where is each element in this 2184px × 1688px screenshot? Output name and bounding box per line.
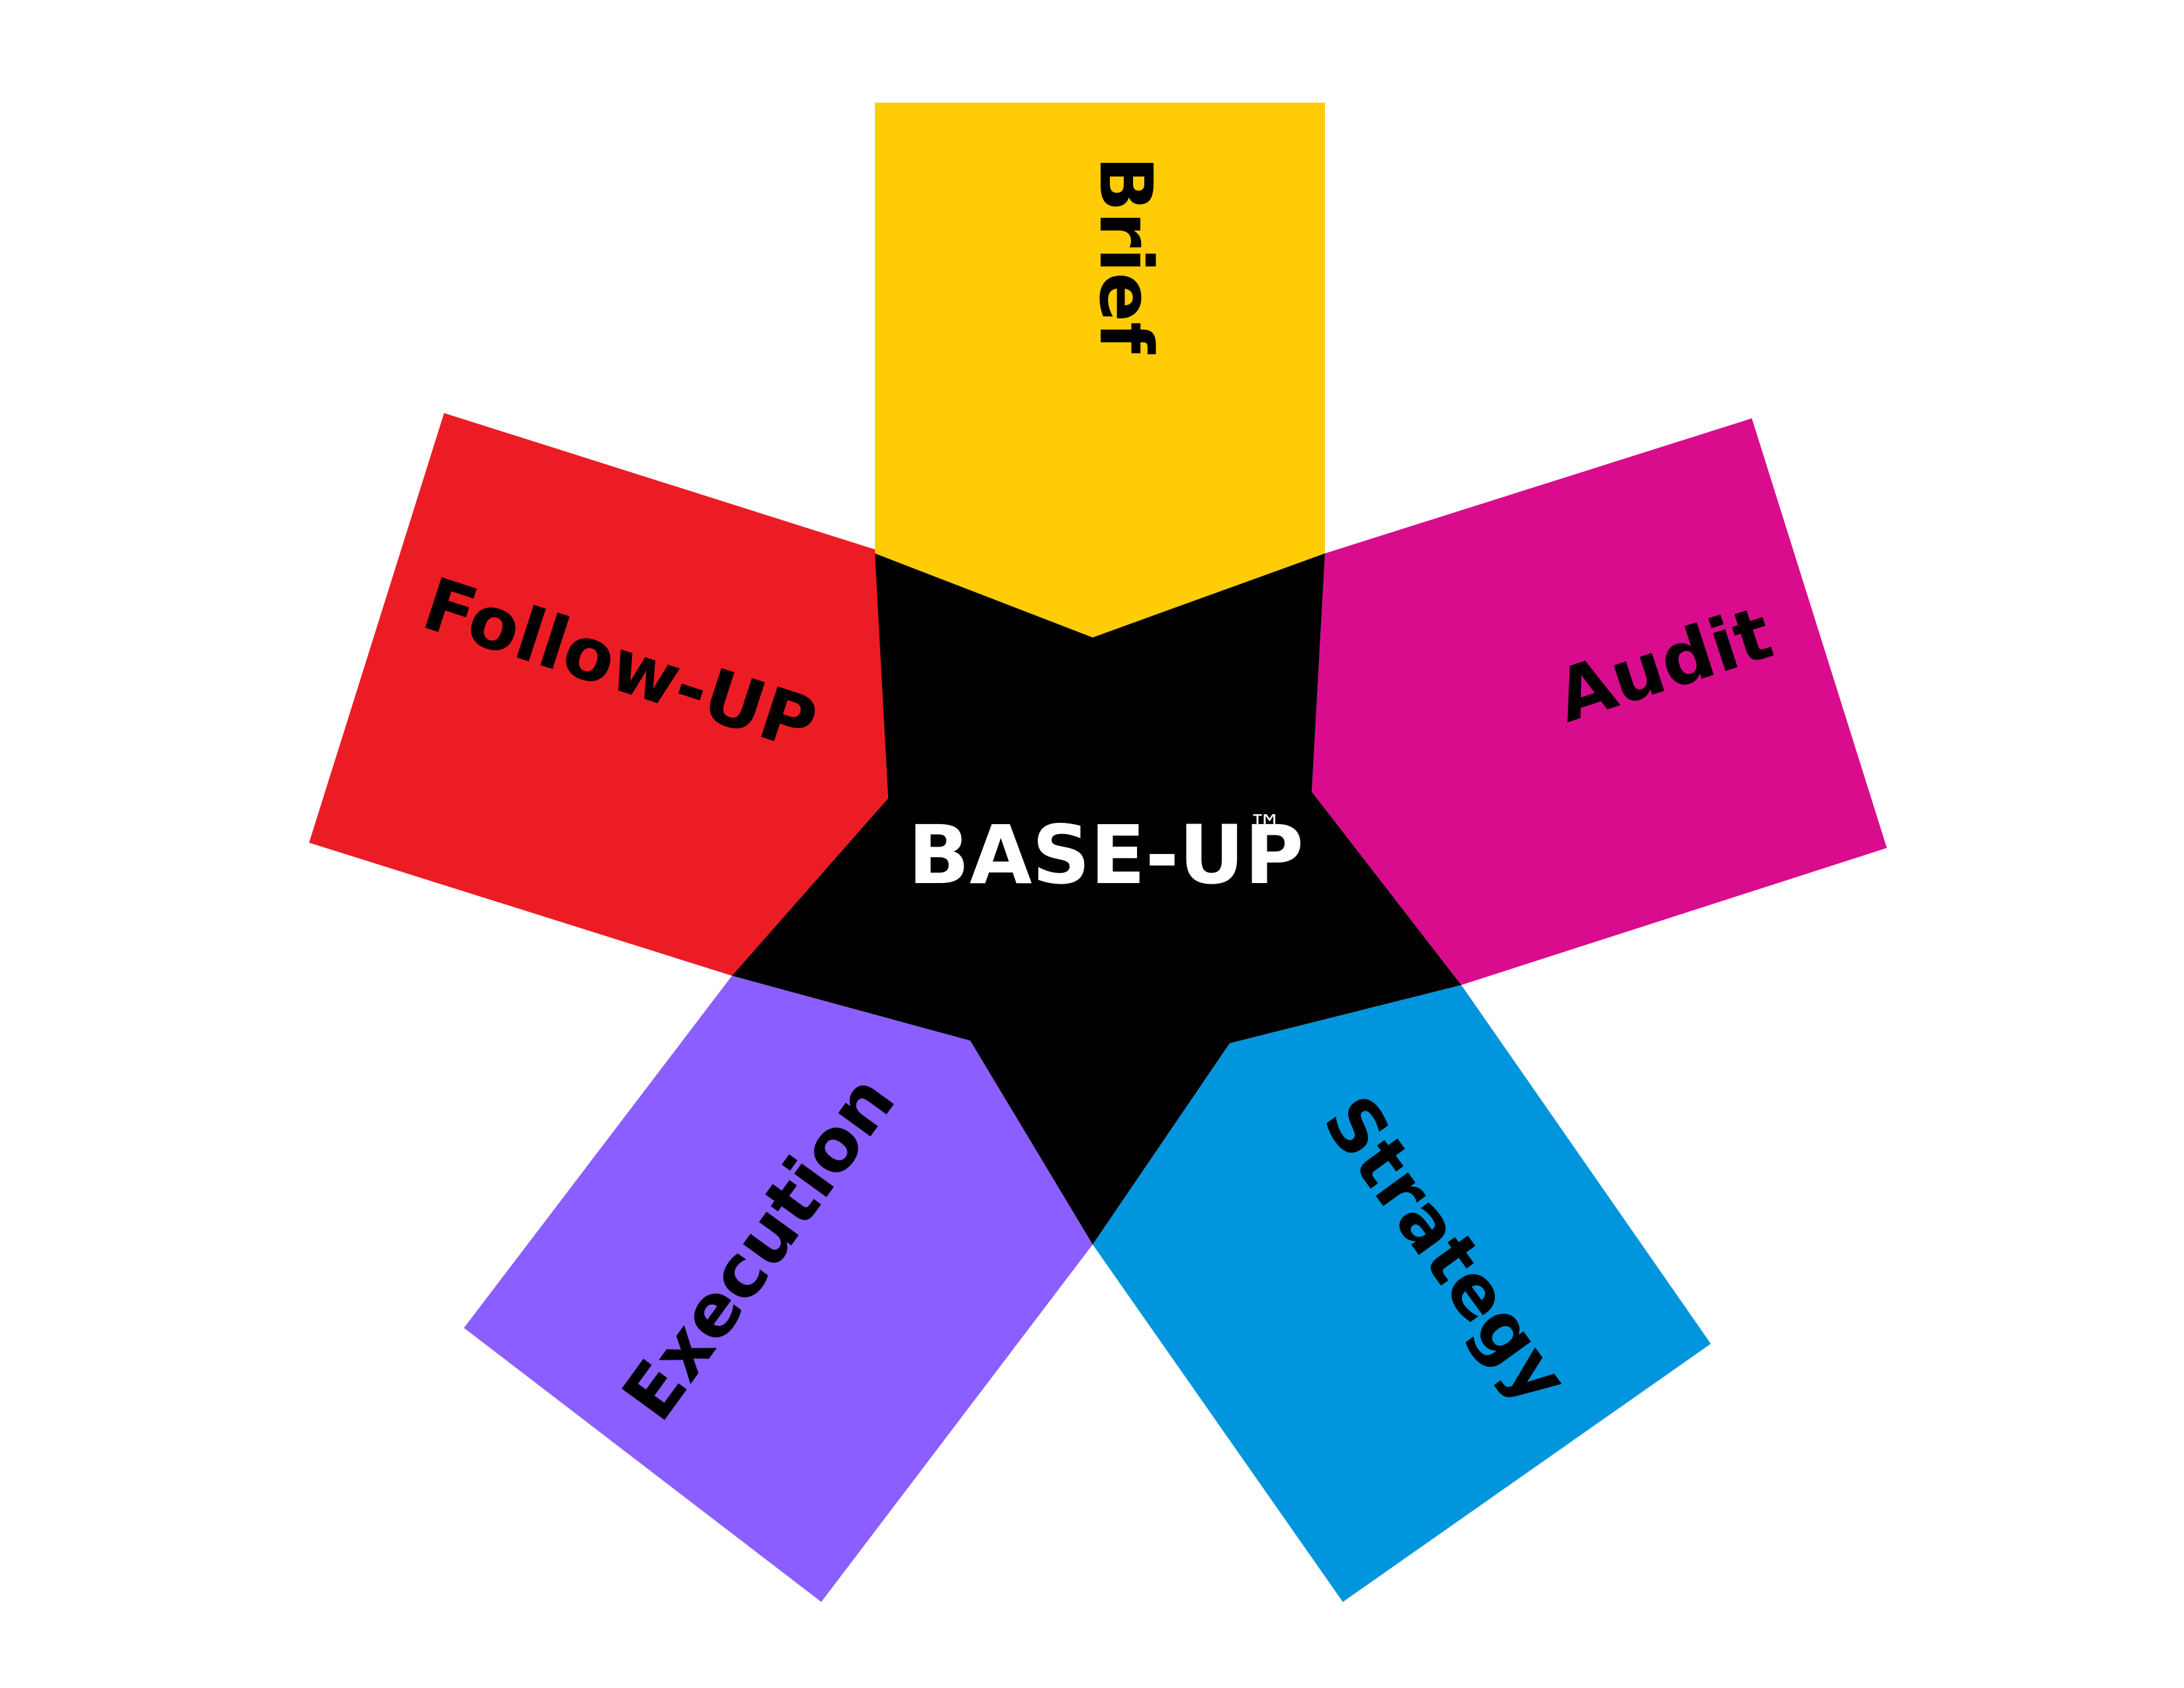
- segment-brief-label: Brief: [1083, 156, 1168, 354]
- center-title: BASE-UP: [908, 808, 1304, 902]
- segment-audit-block: [1312, 418, 1887, 985]
- center-hub: [732, 553, 1461, 1244]
- center-trademark: ™: [1248, 808, 1283, 848]
- segment-brief-block: [875, 103, 1325, 637]
- segment-follow-up-block: [309, 413, 888, 976]
- segment-strategy-block: [1093, 985, 1711, 1602]
- segment-execution-block: [464, 976, 1093, 1602]
